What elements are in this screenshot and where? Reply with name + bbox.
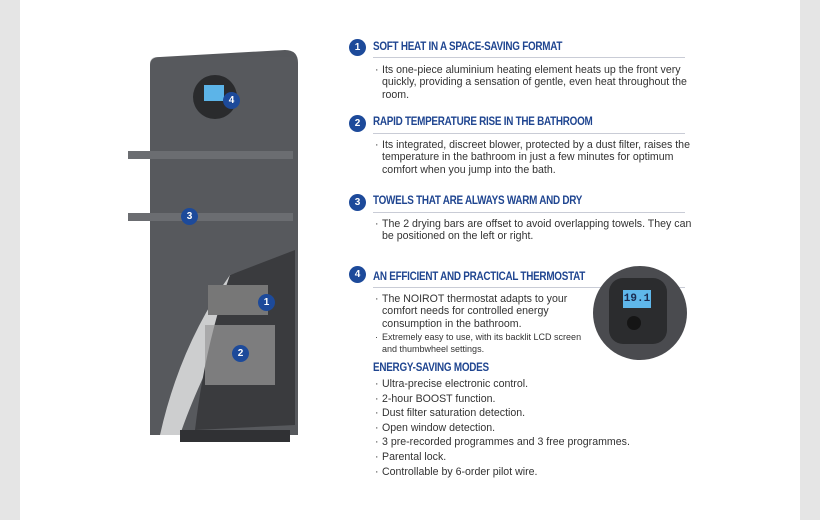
thumbwheel <box>627 316 641 330</box>
lcd-display: 19.1 <box>623 290 651 308</box>
feature-number: 3 <box>349 194 366 211</box>
callout-4: 4 <box>223 92 240 109</box>
divider <box>373 287 685 288</box>
feature-bullet: The 2 drying bars are offset to avoid ov… <box>375 218 693 243</box>
callout-2: 2 <box>232 345 249 362</box>
feature-number: 4 <box>349 266 366 283</box>
towel-radiator-image <box>128 50 298 442</box>
feature-bullet: Its one-piece aluminium heating element … <box>375 64 693 101</box>
callout-1: 1 <box>258 294 275 311</box>
feature-title: SOFT HEAT IN A SPACE-SAVING FORMAT <box>373 41 563 53</box>
energy-item: Parental lock. <box>375 450 630 465</box>
energy-list: Ultra-precise electronic control. 2-hour… <box>375 377 630 479</box>
feature-title: TOWELS THAT ARE ALWAYS WARM AND DRY <box>373 195 583 207</box>
divider <box>373 57 685 58</box>
feature-title: RAPID TEMPERATURE RISE IN THE BATHROOM <box>373 116 593 128</box>
divider <box>373 212 685 213</box>
feature-title: AN EFFICIENT AND PRACTICAL THERMOSTAT <box>373 271 586 283</box>
feature-bullet: Its integrated, discreet blower, protect… <box>375 139 693 176</box>
feature-bullet: Extremely easy to use, with its backlit … <box>375 332 585 355</box>
energy-item: 2-hour BOOST function. <box>375 392 630 407</box>
thermostat-closeup: 19.1 <box>593 266 687 360</box>
divider <box>373 133 685 134</box>
feature-number: 1 <box>349 39 366 56</box>
energy-item: Controllable by 6-order pilot wire. <box>375 465 630 480</box>
energy-item: Ultra-precise electronic control. <box>375 377 630 392</box>
energy-item: 3 pre-recorded programmes and 3 free pro… <box>375 435 630 450</box>
callout-3: 3 <box>181 208 198 225</box>
feature-bullet: The NOIROT thermostat adapts to your com… <box>375 293 580 330</box>
feature-number: 2 <box>349 115 366 132</box>
energy-item: Dust filter saturation detection. <box>375 406 630 421</box>
product-sheet: 4 3 1 2 1 SOFT HEAT IN A SPACE-SAVING FO… <box>20 0 800 520</box>
energy-item: Open window detection. <box>375 421 630 436</box>
energy-title: ENERGY-SAVING MODES <box>373 362 489 374</box>
